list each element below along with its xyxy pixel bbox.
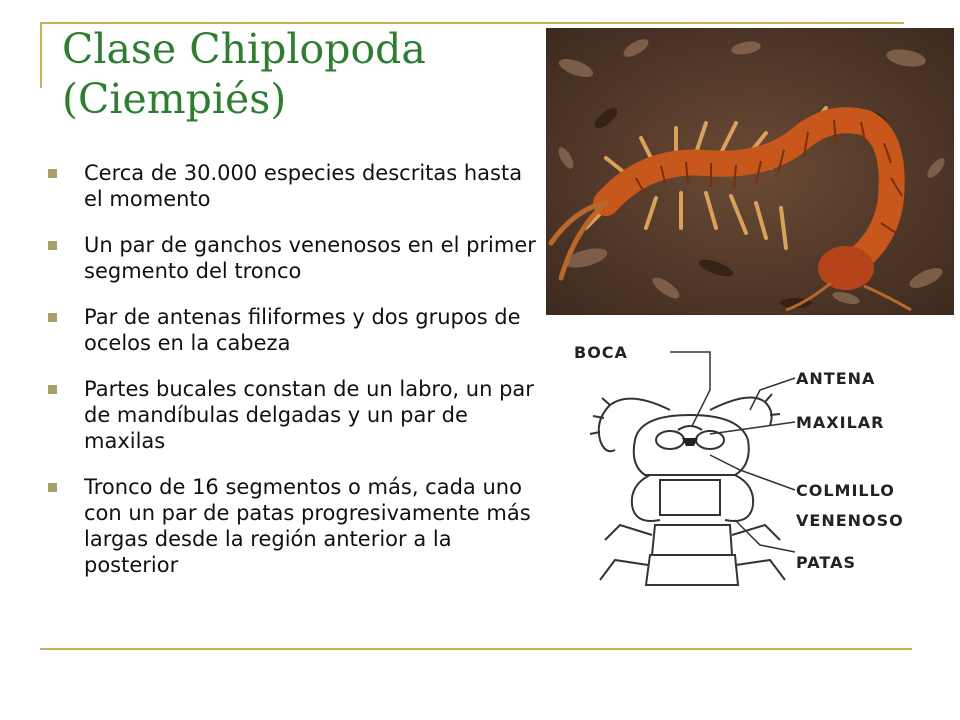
square-bullet-icon [48,385,57,394]
label-patas: PATAS [796,553,856,572]
bullet-item: Cerca de 30.000 especies descritas hasta… [48,160,544,212]
label-venenoso: VENENOSO [796,511,904,530]
square-bullet-icon [48,313,57,322]
bullet-item: Un par de ganchos venenosos en el primer… [48,232,544,284]
bullet-list: Cerca de 30.000 especies descritas hasta… [48,160,544,598]
title-line-2: (Ciempiés) [62,75,287,123]
square-bullet-icon [48,483,57,492]
label-boca: BOCA [574,343,628,362]
label-colmillo: COLMILLO [796,481,895,500]
centipede-head-diagram: BOCA ANTENA MAXILAR COLMILLO VENENOSO PA… [574,343,904,586]
square-bullet-icon [48,169,57,178]
label-maxilar: MAXILAR [796,413,885,432]
bullet-item: Par de antenas filiformes y dos grupos d… [48,304,544,356]
centipede-photo [546,28,954,315]
title-line-1: Clase Chiplopoda [62,25,426,73]
square-bullet-icon [48,241,57,250]
bullet-item: Partes bucales constan de un labro, un p… [48,376,544,454]
slide-title: Clase Chiplopoda (Ciempiés) [62,24,532,124]
top-rule [40,22,904,24]
bottom-rule [40,648,912,650]
left-rule [40,22,42,88]
label-antena: ANTENA [796,369,875,388]
bullet-item: Tronco de 16 segmentos o más, cada uno c… [48,474,544,578]
